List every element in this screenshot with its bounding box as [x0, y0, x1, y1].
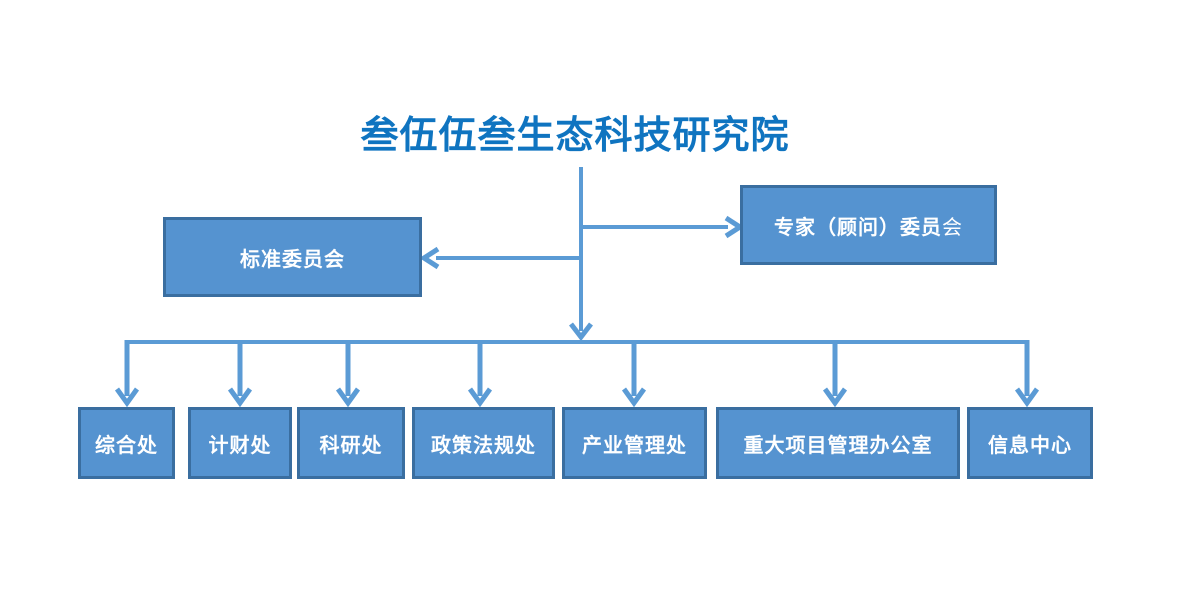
department-label: 信息中心 — [988, 434, 1072, 457]
drop-arrowhead-4 — [467, 387, 493, 408]
drop-arrowhead-6 — [822, 387, 848, 408]
drop-arrowhead-5 — [621, 387, 647, 408]
drop-arrowhead-3 — [335, 387, 361, 408]
department-label: 政策法规处 — [431, 434, 536, 457]
advisory-committee-label-bold: 专家（顾问）委员 — [774, 216, 942, 239]
standards-committee-box: 标准委员会 — [163, 217, 422, 297]
advisory-committee-box: 专家（顾问）委员会 — [740, 185, 997, 265]
standards-committee-label: 标准委员会 — [240, 248, 345, 271]
department-box-general-office: 综合处 — [78, 407, 175, 479]
department-box-information-center: 信息中心 — [967, 407, 1093, 479]
drop-arrowhead-1 — [114, 387, 140, 408]
department-label: 产业管理处 — [582, 434, 687, 457]
department-label: 计财处 — [208, 434, 272, 457]
department-label: 综合处 — [95, 434, 158, 457]
standards-left-arrowhead — [419, 246, 440, 270]
department-box-policy-regulation: 政策法规处 — [412, 407, 555, 479]
advisory-committee-label-regular: 会 — [942, 216, 963, 239]
org-title: 叁伍伍叁生态科技研究院 — [360, 115, 790, 157]
department-box-research: 科研处 — [297, 407, 405, 479]
department-label: 科研处 — [319, 434, 383, 457]
drop-arrowhead-2 — [227, 387, 253, 408]
drop-arrowhead-7 — [1014, 387, 1040, 408]
root-down-arrowhead — [569, 322, 593, 342]
department-box-finance: 计财处 — [188, 407, 292, 479]
department-box-major-projects-office: 重大项目管理办公室 — [716, 407, 960, 479]
advisory-right-arrowhead — [724, 215, 745, 239]
department-box-industry-management: 产业管理处 — [562, 407, 707, 479]
department-label: 重大项目管理办公室 — [743, 434, 933, 457]
